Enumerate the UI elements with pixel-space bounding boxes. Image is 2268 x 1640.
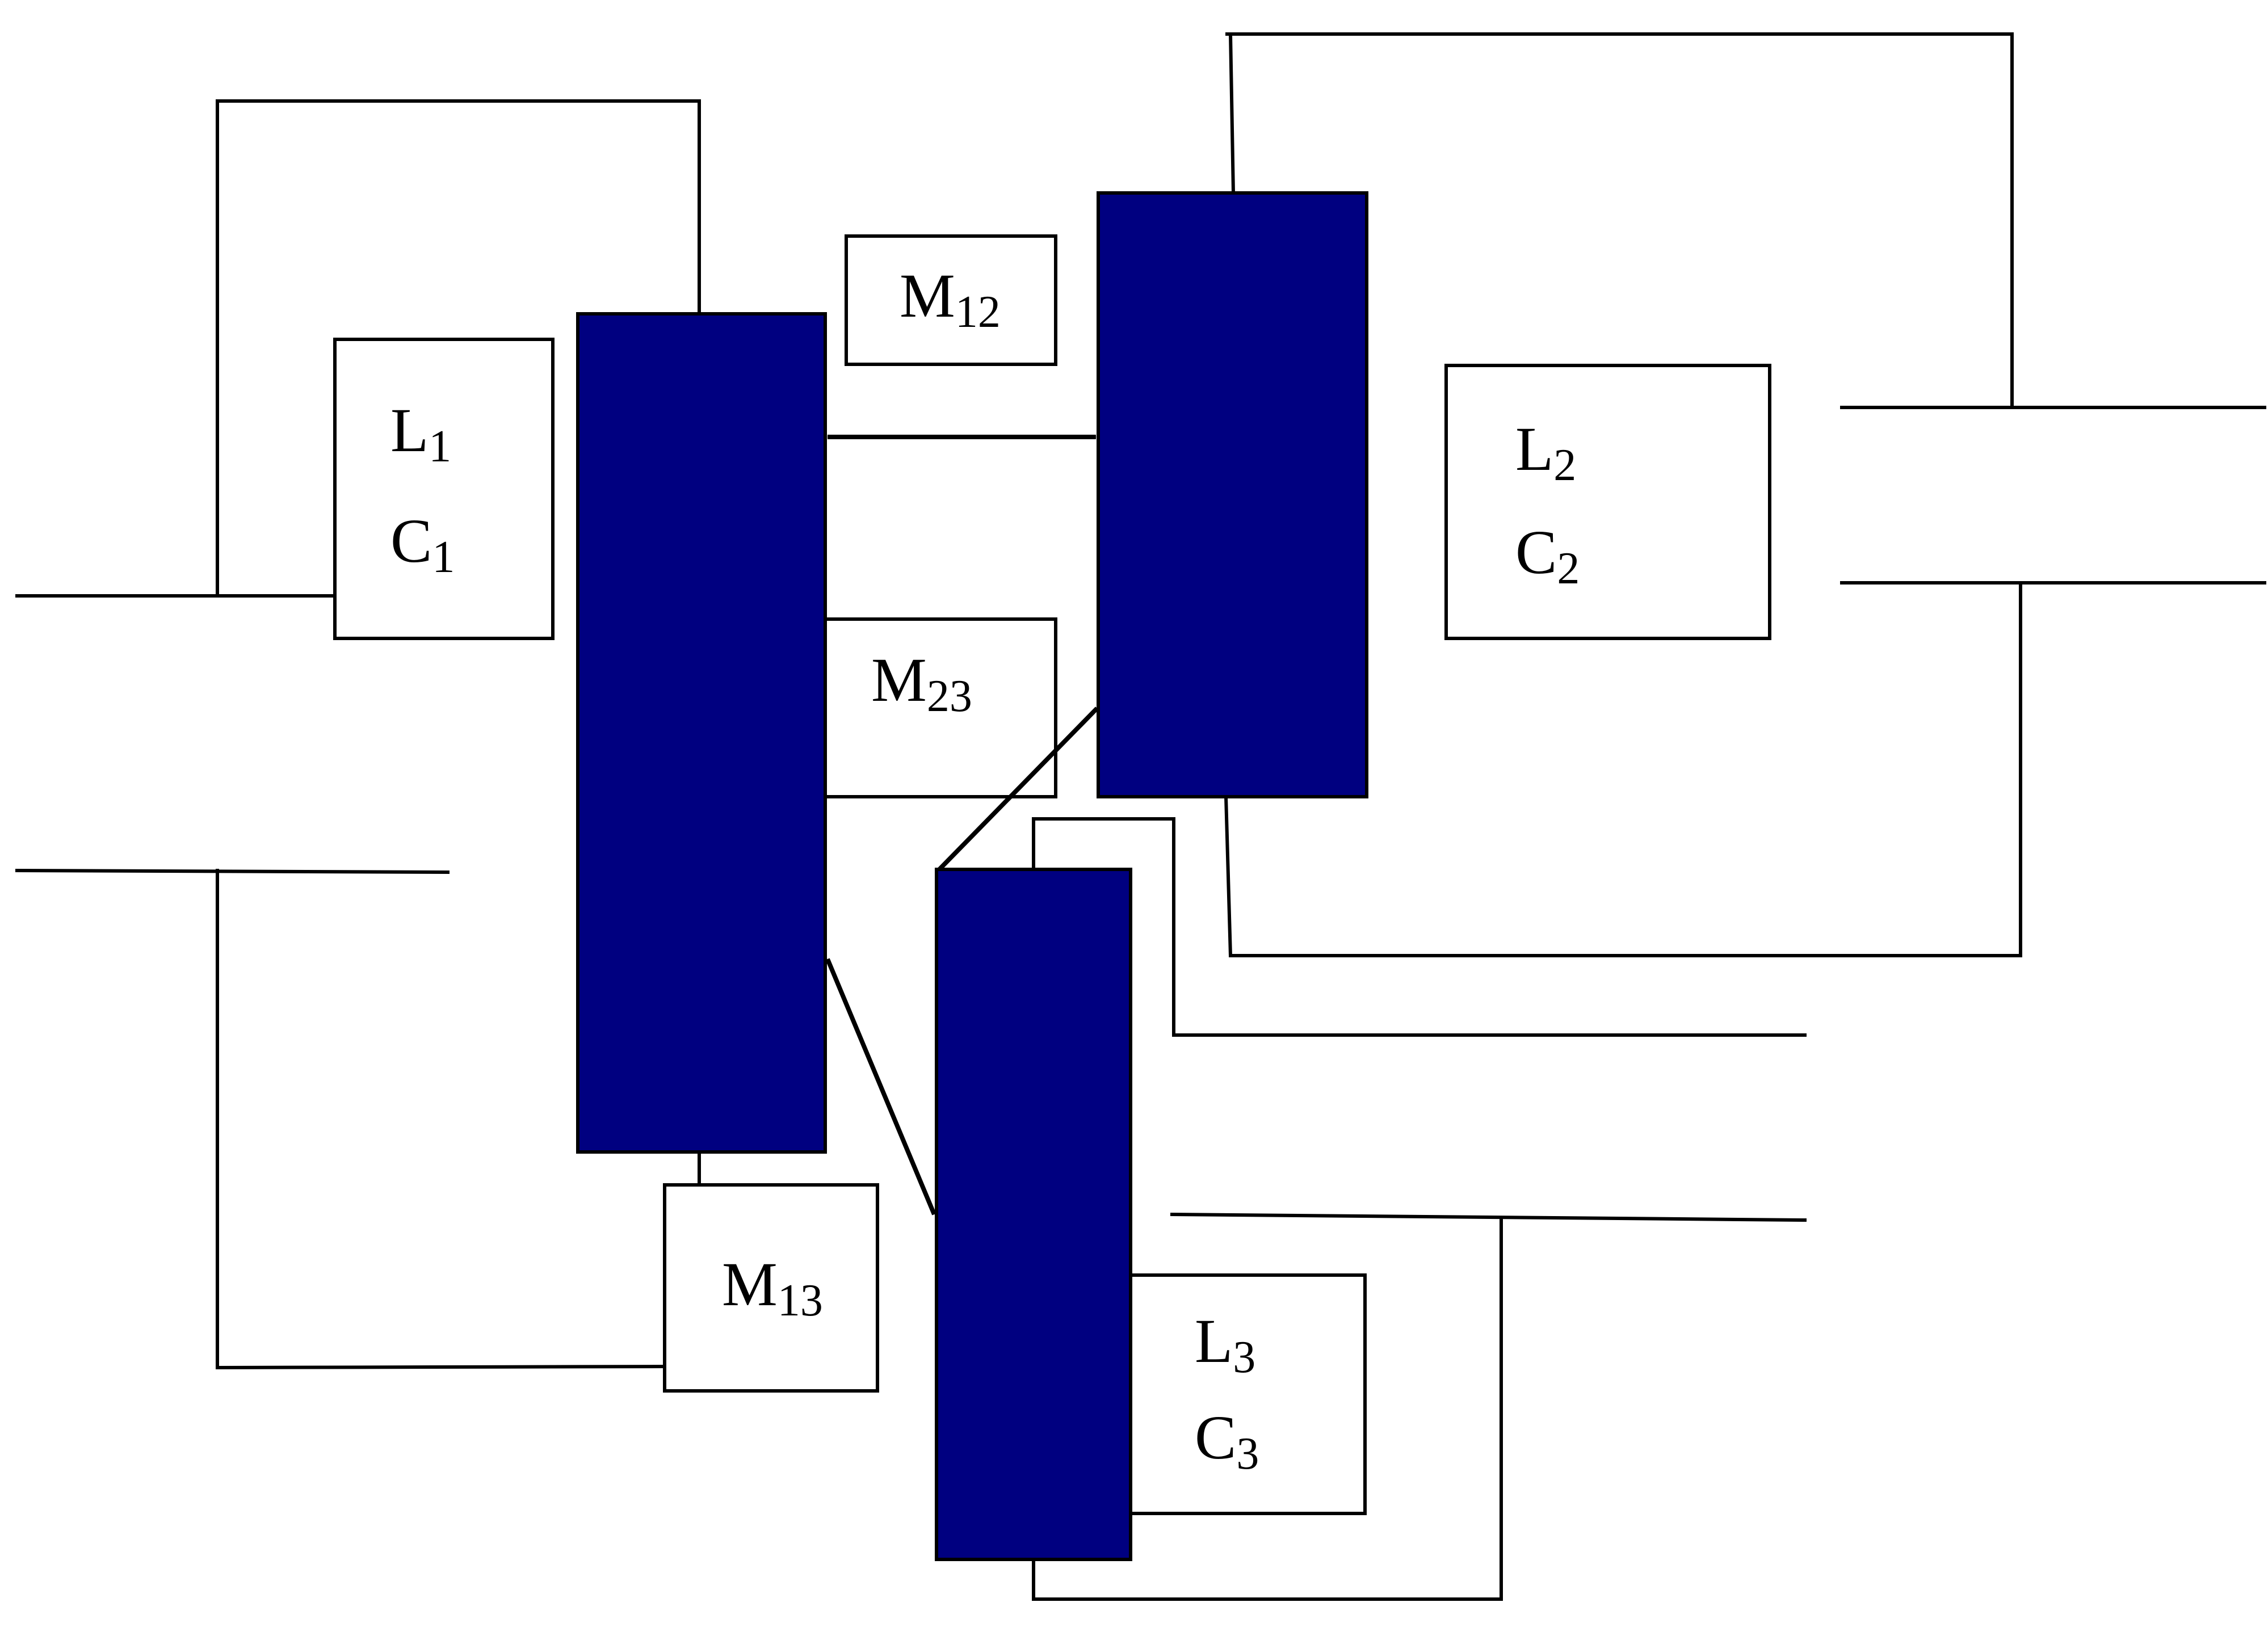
resonator-block-1 — [576, 312, 827, 1154]
m12-box: M12 — [845, 234, 1057, 366]
coupling-arrow-m23 — [938, 707, 1099, 871]
c3-label: C3 — [1195, 1403, 1259, 1479]
resonator-block-2 — [1097, 191, 1368, 798]
lc-box-2: L2 C2 — [1444, 364, 1771, 640]
wires-resonator-2 — [1224, 32, 2266, 957]
lc-box-1: L1 C1 — [333, 338, 555, 640]
c2-label: C2 — [1515, 518, 1580, 594]
wires-resonator-1 — [15, 99, 701, 1370]
m23-box: M23 — [804, 617, 1057, 798]
m12-label: M12 — [900, 261, 1001, 337]
m13-label: M13 — [722, 1250, 823, 1326]
l1-label: L1 — [390, 396, 451, 472]
l2-label: L2 — [1515, 414, 1576, 490]
lc-box-3: L3 C3 — [1115, 1273, 1367, 1515]
m13-box: M13 — [663, 1183, 879, 1393]
c1-label: C1 — [390, 506, 455, 582]
resonator-block-3 — [935, 868, 1132, 1561]
coupling-arrow-m13 — [825, 958, 936, 1216]
l3-label: L3 — [1195, 1306, 1255, 1382]
m23-label: M23 — [871, 645, 972, 721]
